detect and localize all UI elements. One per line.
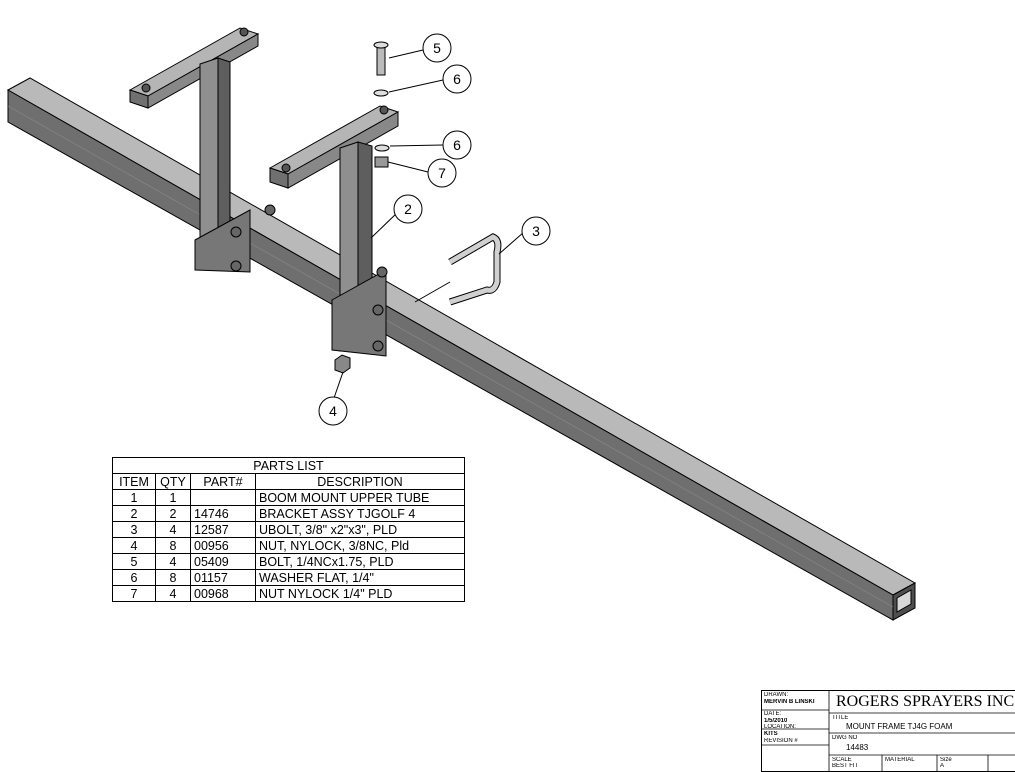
exploded-hardware xyxy=(334,41,502,374)
cell-part: 05409 xyxy=(190,553,256,570)
drawn-value: MERVIN B LINSKI xyxy=(764,699,815,705)
cell-qty: 8 xyxy=(155,537,191,554)
company-name: ROGERS SPRAYERS INC. xyxy=(836,693,1015,710)
cell-description: WASHER FLAT, 1/4" xyxy=(255,569,465,586)
cell-description: NUT NYLOCK 1/4" PLD xyxy=(255,585,465,602)
cell-part: 14746 xyxy=(190,505,256,522)
cell-qty: 4 xyxy=(155,585,191,602)
col-part: PART# xyxy=(190,473,256,490)
parts-list-title-row: PARTS LIST xyxy=(112,457,465,474)
svg-text:4: 4 xyxy=(329,403,337,419)
location-value: KITS xyxy=(764,731,778,737)
col-description: DESCRIPTION xyxy=(255,473,465,490)
table-row: 5 4 05409 BOLT, 1/4NCx1.75, PLD xyxy=(112,553,465,570)
svg-text:7: 7 xyxy=(438,165,446,181)
cell-item: 4 xyxy=(112,537,156,554)
cell-description: BOLT, 1/4NCx1.75, PLD xyxy=(255,553,465,570)
svg-text:6: 6 xyxy=(453,71,461,87)
cell-description: BRACKET ASSY TJGOLF 4 xyxy=(255,505,465,522)
cell-description: UBOLT, 3/8" x2"x3", PLD xyxy=(255,521,465,538)
cell-description: BOOM MOUNT UPPER TUBE xyxy=(255,489,465,506)
material-label: MATERIAL xyxy=(885,757,915,763)
svg-text:5: 5 xyxy=(433,40,441,56)
callout-5: 5 xyxy=(422,33,452,63)
dwg-label: DWG NO xyxy=(832,735,858,741)
date-label: DATE: xyxy=(764,711,782,717)
cell-item: 3 xyxy=(112,521,156,538)
drawn-label: DRAWN: xyxy=(764,692,789,698)
cell-item: 1 xyxy=(112,489,156,506)
cell-qty: 4 xyxy=(155,553,191,570)
callout-3: 3 xyxy=(521,216,551,246)
cell-part xyxy=(190,489,256,506)
parts-list-title: PARTS LIST xyxy=(112,457,465,474)
callout-7: 7 xyxy=(427,158,457,188)
cell-item: 6 xyxy=(112,569,156,586)
scale-label: SCALE xyxy=(832,757,852,763)
cell-qty: 1 xyxy=(155,489,191,506)
callout-2: 2 xyxy=(393,194,423,224)
cell-part: 00968 xyxy=(190,585,256,602)
callout-6-top: 6 xyxy=(442,64,472,94)
cell-item: 7 xyxy=(112,585,156,602)
cell-part: 12587 xyxy=(190,521,256,538)
callout-4: 4 xyxy=(318,396,348,426)
cell-qty: 2 xyxy=(155,505,191,522)
table-row: 1 1 BOOM MOUNT UPPER TUBE xyxy=(112,489,465,506)
col-item: ITEM xyxy=(112,473,156,490)
title-value: MOUNT FRAME TJ4G FOAM xyxy=(846,722,953,731)
dwg-value: 14483 xyxy=(846,743,869,752)
cell-qty: 8 xyxy=(155,569,191,586)
cell-item: 5 xyxy=(112,553,156,570)
size-value: A xyxy=(940,763,945,769)
parts-list-header-row: ITEM QTY PART# DESCRIPTION xyxy=(112,473,465,490)
cell-part: 00956 xyxy=(190,537,256,554)
table-row: 3 4 12587 UBOLT, 3/8" x2"x3", PLD xyxy=(112,521,465,538)
parts-list-table: PARTS LIST ITEM QTY PART# DESCRIPTION 1 … xyxy=(112,457,465,602)
revision-label: REVISION # xyxy=(764,738,798,744)
cell-part: 01157 xyxy=(190,569,256,586)
table-row: 4 8 00956 NUT, NYLOCK, 3/8NC, Pld xyxy=(112,537,465,554)
col-qty: QTY xyxy=(155,473,191,490)
date-value: 1/5/2010 xyxy=(764,718,788,724)
table-row: 6 8 01157 WASHER FLAT, 1/4" xyxy=(112,569,465,586)
location-label: LOCATION: xyxy=(764,724,796,730)
cell-item: 2 xyxy=(112,505,156,522)
svg-text:3: 3 xyxy=(532,223,540,239)
cell-description: NUT, NYLOCK, 3/8NC, Pld xyxy=(255,537,465,554)
scale-value: BEST FIT xyxy=(832,763,859,769)
svg-text:2: 2 xyxy=(404,201,412,217)
svg-text:6: 6 xyxy=(453,137,461,153)
table-row: 2 2 14746 BRACKET ASSY TJGOLF 4 xyxy=(112,505,465,522)
bracket-left xyxy=(128,27,276,273)
table-row: 7 4 00968 NUT NYLOCK 1/4" PLD xyxy=(112,585,465,602)
size-label: Size xyxy=(940,757,952,763)
title-block: DRAWN: MERVIN B LINSKI DATE: 1/5/2010 LO… xyxy=(761,690,1015,772)
leader-lines xyxy=(333,49,525,399)
bracket-right xyxy=(268,105,400,357)
title-label: TITLE xyxy=(832,715,849,721)
callout-6-lower: 6 xyxy=(442,130,472,160)
cell-qty: 4 xyxy=(155,521,191,538)
